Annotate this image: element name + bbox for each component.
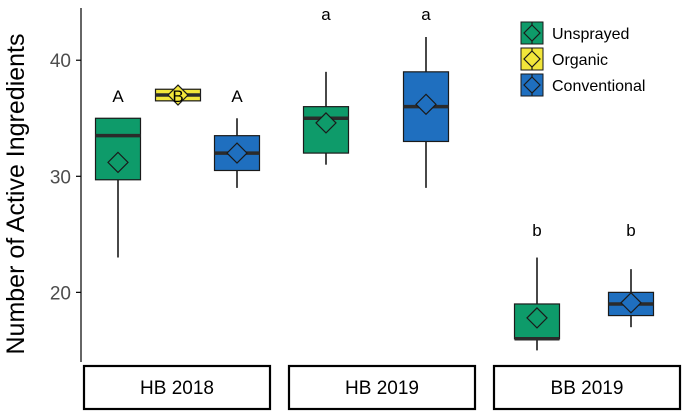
legend-label: Unsprayed [552,26,629,43]
mean-marker [226,142,248,164]
box-hb-2019-unsprayed [302,71,350,165]
significance-letter: b [626,221,635,240]
facet-label: HB 2019 [345,378,419,399]
y-tick-label: 20 [50,283,71,304]
significance-letter: A [112,87,124,106]
facet-strip [492,364,682,411]
significance-letter: A [231,87,243,106]
mean-marker [415,93,437,116]
box-bb-2019-conventional [607,269,655,328]
mean-marker [620,291,642,314]
mean-marker [315,112,337,134]
box-hb-2018-unsprayed [94,117,142,258]
facet-strip [287,364,477,411]
legend-label: Organic [552,52,608,69]
significance-letter: B [172,87,183,106]
significance-letter: a [421,5,431,24]
y-axis-label: Number of Active Ingredients [2,34,30,355]
legend-key-diamond [523,24,541,42]
mean-marker [167,84,189,106]
facet-label: BB 2019 [551,378,624,399]
y-tick-label: 30 [50,167,71,188]
significance-labels: A B Aa a b b [112,5,635,240]
box-hb-2019-conventional [402,37,450,188]
box-bb-2019-unsprayed [513,257,561,351]
y-tick-label: 40 [50,51,71,72]
y-axis-ticks: 20 30 40 [50,51,81,304]
legend-key-diamond [523,50,541,68]
facet-label: HB 2018 [140,378,214,399]
mean-marker [107,151,129,174]
box-hb-2018-organic [154,84,202,106]
facet-strip [82,364,272,411]
box-plot-boxes [94,37,655,351]
significance-letter: b [532,221,541,240]
facet-strips: HB 2018 HB 2019 BB 2019 [82,364,682,411]
significance-letter: a [321,5,331,24]
mean-marker [526,307,548,329]
box-hb-2018-conventional [213,118,261,188]
legend-key-diamond [523,76,541,94]
legend-label: Conventional [552,78,645,95]
